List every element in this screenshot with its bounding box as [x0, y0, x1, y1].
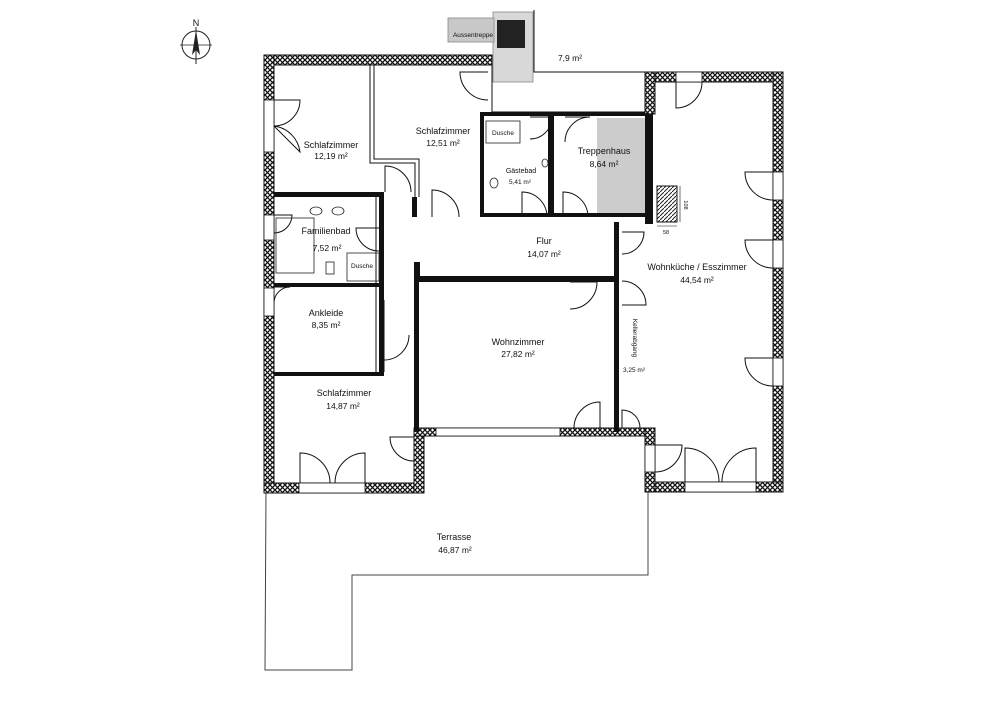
room-area: 12,51 m² [426, 138, 460, 148]
terrace-outline [264, 438, 649, 671]
room-name: Schlafzimmer [317, 388, 372, 398]
dimension-label: 108 [682, 200, 688, 209]
room-area: 8,64 m² [590, 159, 619, 169]
room-area: 27,82 m² [501, 349, 535, 359]
room-area: 14,87 m² [326, 401, 360, 411]
entrance-area [447, 10, 646, 113]
north-label: N [193, 18, 200, 28]
room-area: 12,19 m² [314, 151, 348, 161]
bathroom-fixtures [275, 120, 549, 282]
room-area: 46,87 m² [438, 545, 472, 555]
room-name: Kellerabgang [631, 319, 638, 358]
room-name: Schlafzimmer [416, 126, 471, 136]
room-name: Ankleide [309, 308, 344, 318]
room-name: Familienbad [301, 226, 350, 236]
room-area: 7,52 m² [313, 243, 342, 253]
room-name: Treppenhaus [578, 146, 631, 156]
room-area: 8,35 m² [312, 320, 341, 330]
room-name: Terrasse [437, 532, 472, 542]
bedroom2-outline [369, 65, 416, 197]
room-name: Flur [536, 236, 552, 246]
room-area: 7,9 m² [558, 53, 582, 63]
shower-label: Dusche [351, 263, 373, 270]
room-name: Gästebad [506, 168, 536, 175]
chimney [656, 185, 678, 223]
interior-walls [274, 112, 653, 432]
outer-stairs-label: Aussentreppe [453, 32, 493, 39]
shower-label: Dusche [492, 130, 514, 137]
north-arrow-icon: N [180, 18, 212, 64]
room-area: 3,25 m² [623, 367, 646, 374]
room-area: 44,54 m² [680, 275, 714, 285]
windows [263, 71, 784, 494]
dimension-label: 58 [663, 230, 669, 236]
room-labels: Schlafzimmer 12,19 m² Schlafzimmer 12,51… [301, 32, 746, 555]
stairs [597, 118, 645, 213]
room-name: Wohnküche / Esszimmer [647, 262, 746, 272]
room-name: Schlafzimmer [304, 140, 359, 150]
room-name: Wohnzimmer [492, 337, 545, 347]
exterior-walls [263, 54, 784, 494]
room-area: 5,41 m² [509, 179, 532, 186]
doors [273, 71, 774, 484]
room-area: 14,07 m² [527, 249, 561, 259]
